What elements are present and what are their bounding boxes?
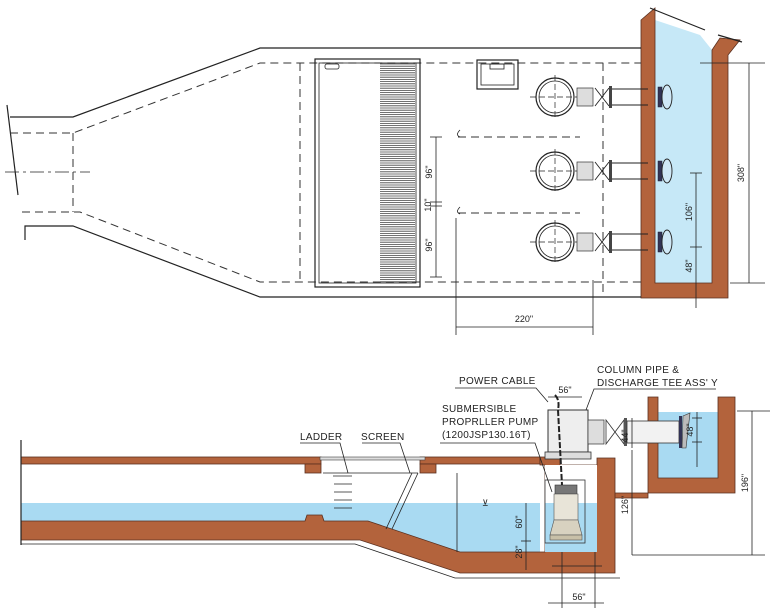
dim-28: 28" bbox=[514, 545, 524, 558]
foundation-line bbox=[21, 543, 620, 579]
pump-unit bbox=[530, 75, 673, 119]
pump-unit bbox=[530, 149, 673, 193]
power-cable bbox=[554, 394, 563, 486]
dim-126: 126" bbox=[620, 496, 630, 514]
dim-10: 10" bbox=[423, 198, 433, 211]
dim-106: 106" bbox=[684, 203, 694, 221]
power-cable-leader bbox=[455, 387, 549, 403]
pump-units bbox=[530, 75, 673, 264]
dim-60: 60" bbox=[514, 515, 524, 528]
ladder-hatch bbox=[324, 63, 340, 70]
screen-cover bbox=[319, 456, 426, 461]
dim-96-bottom: 96" bbox=[424, 238, 434, 251]
inner-outline-top bbox=[10, 62, 641, 134]
dim-308: 308" bbox=[736, 164, 746, 182]
top-slab bbox=[20, 456, 322, 465]
cut-line bbox=[649, 7, 706, 31]
dim-48-plan: 48" bbox=[684, 259, 694, 272]
break-line bbox=[6, 104, 19, 196]
dim-44: 44" bbox=[620, 429, 630, 442]
dim-96-top: 96" bbox=[424, 165, 434, 178]
discharge-channel-wall bbox=[640, 7, 741, 299]
divider-end bbox=[457, 129, 461, 215]
water-level-symbol: ⊻ bbox=[482, 498, 489, 508]
column-pipe-label-2: DISCHARGE TEE ASS' Y bbox=[597, 378, 718, 389]
inner-outline-bottom bbox=[22, 211, 641, 283]
ladder bbox=[333, 475, 352, 509]
ladder-leader bbox=[300, 442, 349, 474]
pump-label-2: PROPRLLER PUMP bbox=[442, 417, 538, 428]
ladder-label: LADDER bbox=[300, 432, 342, 443]
submersible-pump bbox=[549, 484, 583, 541]
screen-label: SCREEN bbox=[361, 432, 404, 443]
screen bbox=[385, 472, 419, 530]
access-hatch-inner bbox=[480, 63, 515, 86]
screen-bars bbox=[380, 63, 415, 283]
section-view: ⊻ LADDER SCREEN POWER CABLE COLUM bbox=[20, 365, 770, 608]
column-pipe-label-1: COLUMN PIPE & bbox=[597, 365, 679, 376]
access-hatch-handle bbox=[489, 63, 505, 70]
pump-model-label: (1200JSP130.16T) bbox=[442, 430, 531, 441]
screen-leader bbox=[362, 442, 411, 474]
screen-inner bbox=[318, 62, 417, 284]
dim-56-bottom: 56" bbox=[572, 592, 585, 602]
cut-line bbox=[717, 34, 743, 43]
discharge-pipe bbox=[587, 412, 691, 449]
column-pipe bbox=[547, 409, 589, 453]
dim-196: 196" bbox=[740, 474, 750, 492]
pump-leader bbox=[440, 442, 553, 493]
dim-48-section: 48" bbox=[685, 423, 695, 436]
slab-beam bbox=[304, 463, 322, 474]
top-slab bbox=[419, 456, 541, 465]
power-cable-label: POWER CABLE bbox=[459, 376, 536, 387]
dim-56-top: 56" bbox=[558, 385, 571, 395]
access-hatch bbox=[476, 59, 519, 90]
pump-label-1: SUBMERSIBLE bbox=[442, 404, 516, 415]
pump-base bbox=[544, 451, 592, 460]
dim-220: 220" bbox=[515, 314, 533, 324]
pump-guide bbox=[544, 479, 586, 544]
slab-beam bbox=[419, 463, 437, 474]
structure-outline-bottom bbox=[24, 225, 641, 298]
plan-view: 96" 10" 96" 220" 106" 48" 308" bbox=[5, 7, 765, 335]
pump-unit bbox=[530, 220, 673, 264]
intake-water bbox=[21, 503, 540, 552]
structure-outline-top bbox=[10, 47, 641, 118]
screen-frame bbox=[314, 58, 421, 288]
column-pipe-leader bbox=[585, 388, 716, 411]
